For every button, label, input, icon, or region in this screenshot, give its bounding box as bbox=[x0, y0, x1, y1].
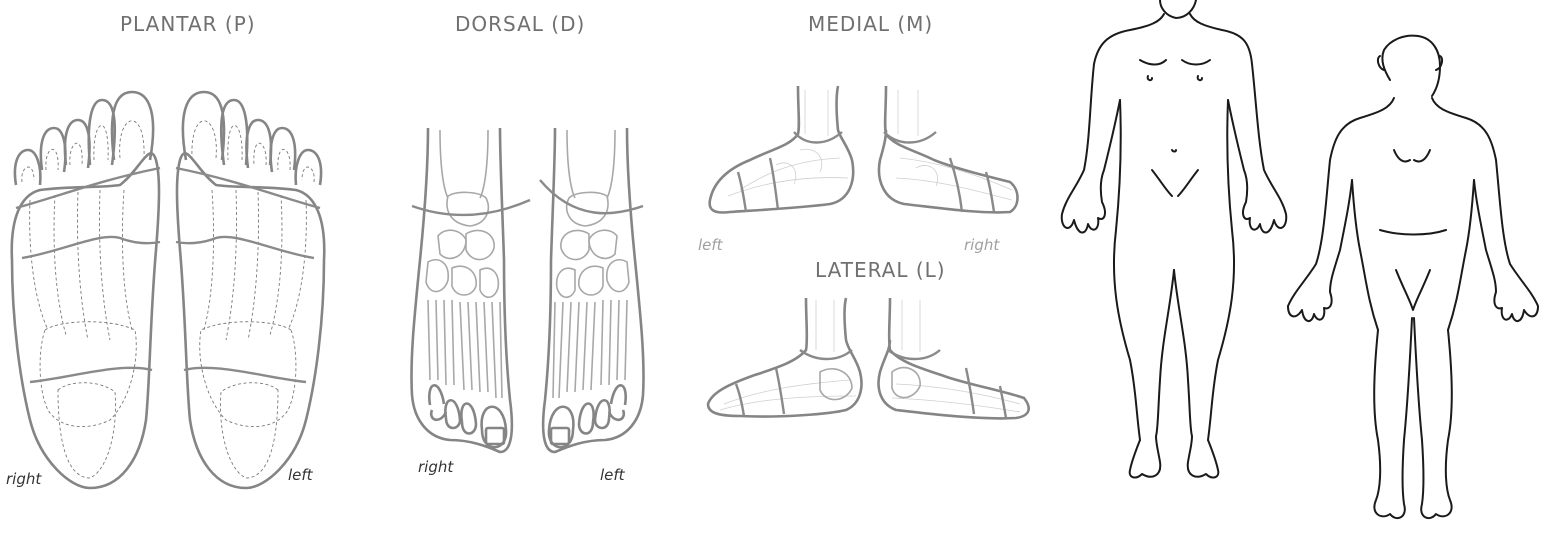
body-back-figure bbox=[0, 0, 1544, 539]
